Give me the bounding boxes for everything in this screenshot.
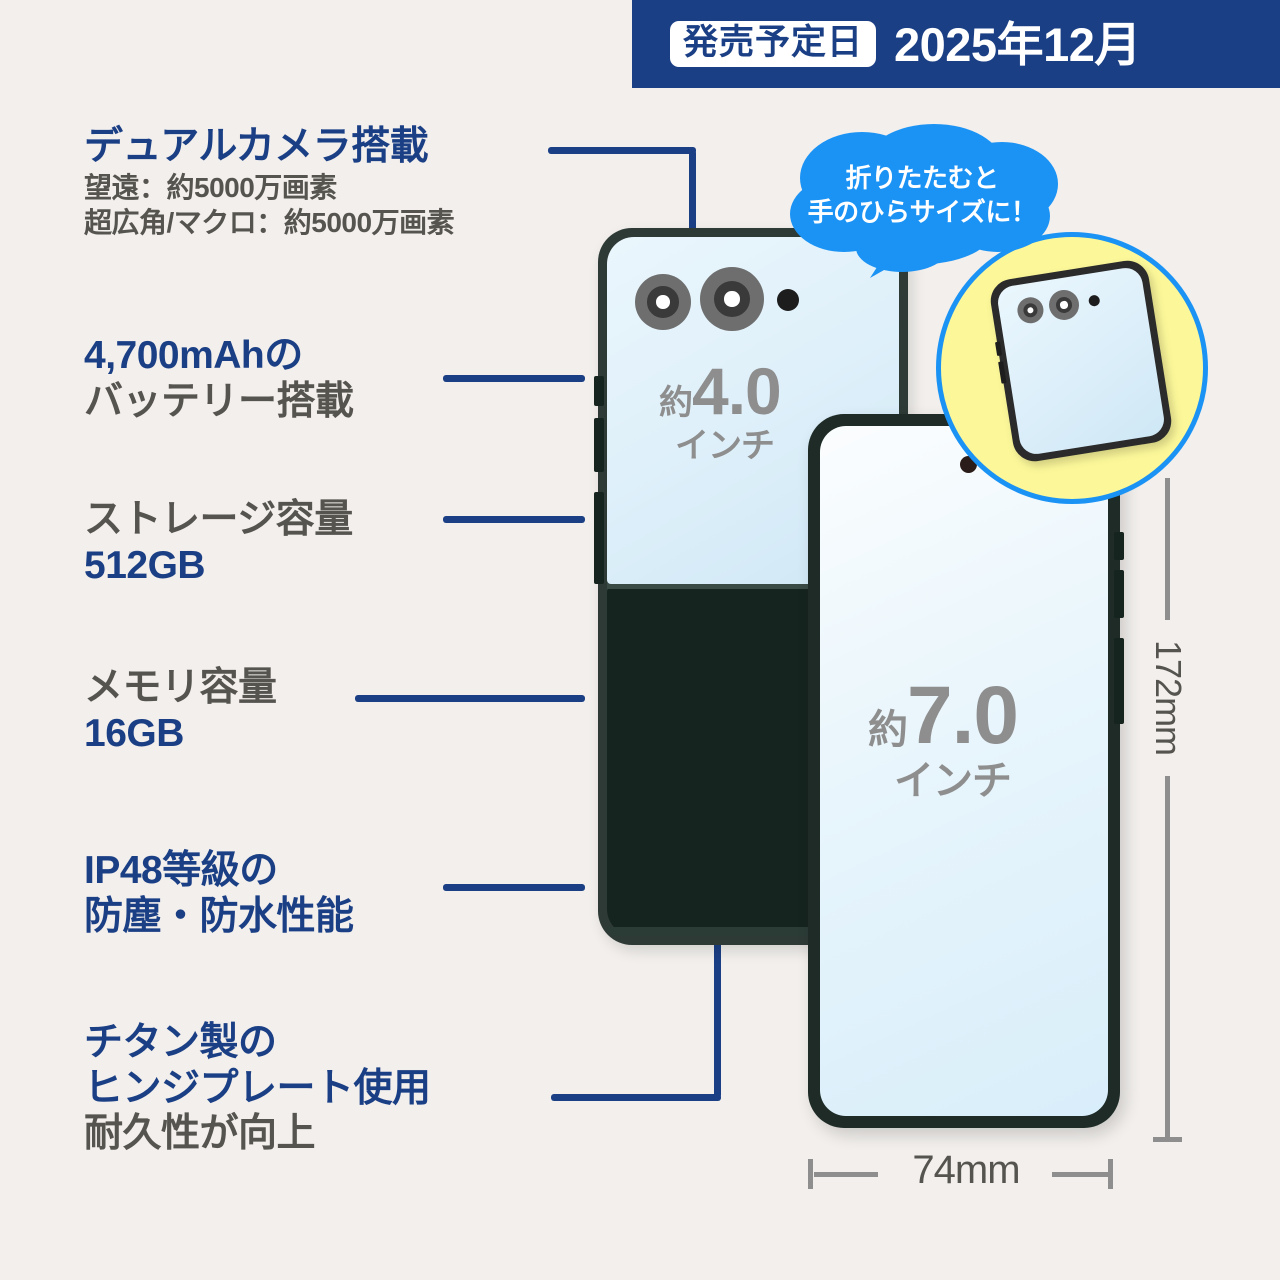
fold-callout-bubble: 折りたたむと 手のひらサイズに！ bbox=[784, 122, 1060, 280]
feature-list: デュアルカメラ搭載 望遠：約5000万画素 超広角/マクロ：約5000万画素 4… bbox=[0, 0, 600, 1280]
phone-back-size-prefix: 約 bbox=[659, 384, 693, 422]
feature-hinge-line-1: チタン製の bbox=[84, 1021, 277, 1064]
width-dimension-end-cap-right bbox=[1108, 1159, 1113, 1189]
height-dimension-end-cap bbox=[1153, 1137, 1182, 1142]
feature-memory-line-2: 16GB bbox=[84, 711, 184, 755]
fold-callout-text: 折りたたむと 手のひらサイズに！ bbox=[784, 122, 1060, 280]
camera-lens-icon bbox=[1046, 287, 1082, 323]
feature-item-battery: 4,700mAhの バッテリー搭載 bbox=[84, 333, 354, 424]
camera-lens-icon bbox=[635, 274, 691, 330]
connector-ip-rating bbox=[443, 884, 585, 891]
phone-front-side-button-3 bbox=[1114, 638, 1124, 724]
camera-lens-icon bbox=[1015, 295, 1046, 326]
connector-storage bbox=[443, 516, 585, 523]
width-dimension-line-left bbox=[814, 1172, 878, 1177]
feature-camera-sub-1: 望遠：約5000万画素 bbox=[84, 171, 337, 203]
feature-hinge-line-2: ヒンジプレート使用 bbox=[84, 1066, 431, 1110]
camera-flash-icon bbox=[1087, 294, 1101, 307]
feature-memory-line-1: メモリ容量 bbox=[84, 666, 277, 709]
feature-storage-line-2: 512GB bbox=[84, 543, 206, 587]
folded-size-highlight bbox=[936, 232, 1208, 504]
width-dimension-end-cap-left bbox=[808, 1159, 813, 1189]
connector-memory bbox=[355, 695, 585, 702]
phone-back-side-button-3 bbox=[594, 492, 604, 584]
folded-phone-back-face bbox=[995, 265, 1167, 457]
feature-storage-line-1: ストレージ容量 bbox=[84, 498, 353, 541]
phone-front-illustration: 約7.0 インチ bbox=[808, 414, 1124, 1128]
phone-front-size-prefix: 約 bbox=[868, 708, 908, 752]
phone-front-screen-size: 約7.0 インチ bbox=[868, 675, 1019, 804]
release-date-value: 2025年12月 bbox=[894, 17, 1141, 71]
phone-back-illustration: 約4.0 インチ bbox=[594, 228, 908, 945]
phone-front-side-button-2 bbox=[1114, 570, 1124, 618]
phone-front-size-unit: インチ bbox=[894, 759, 1012, 804]
phone-front-size-value: 7.0 bbox=[907, 670, 1019, 761]
connector-battery bbox=[443, 375, 585, 382]
phone-back-side-button-2 bbox=[594, 418, 604, 472]
feature-item-camera: デュアルカメラ搭載 望遠：約5000万画素 超広角/マクロ：約5000万画素 bbox=[84, 124, 455, 241]
connector-camera-horizontal bbox=[548, 147, 696, 154]
phone-front-side-button-1 bbox=[1114, 532, 1124, 560]
phone-back-size-unit: インチ bbox=[675, 426, 775, 465]
phone-front-screen: 約7.0 インチ bbox=[820, 426, 1108, 1116]
phone-back-hinge-seam bbox=[607, 582, 899, 589]
folded-phone-illustration bbox=[987, 257, 1175, 465]
release-date-banner: 発売予定日 2025年12月 bbox=[632, 0, 1280, 88]
feature-hinge-line-3: 耐久性が向上 bbox=[84, 1112, 316, 1156]
feature-item-storage: ストレージ容量 512GB bbox=[84, 497, 353, 588]
phone-back-screen-size: 約4.0 インチ bbox=[659, 358, 782, 465]
feature-ip-line-1: IP48等級の bbox=[84, 849, 278, 892]
feature-item-ip-rating: IP48等級の 防塵・防水性能 bbox=[84, 848, 354, 939]
fold-callout-line-2: 手のひらサイズに！ bbox=[807, 197, 1037, 227]
width-dimension-label: 74mm bbox=[912, 1148, 1020, 1192]
feature-item-memory: メモリ容量 16GB bbox=[84, 665, 277, 756]
height-dimension-line-top bbox=[1165, 478, 1170, 620]
feature-camera-title: デュアルカメラ搭載 bbox=[84, 125, 429, 168]
camera-flash-icon bbox=[777, 289, 799, 311]
phone-back-size-value: 4.0 bbox=[692, 354, 782, 428]
connector-hinge-lower bbox=[551, 1094, 721, 1101]
feature-battery-line-2: バッテリー搭載 bbox=[84, 379, 354, 423]
release-date-chip-label: 発売予定日 bbox=[670, 20, 877, 68]
height-dimension-line-bottom bbox=[1165, 776, 1170, 1141]
feature-item-hinge: チタン製の ヒンジプレート使用 耐久性が向上 bbox=[84, 1020, 431, 1157]
feature-camera-sub-2: 超広角/マクロ：約5000万画素 bbox=[84, 207, 455, 239]
connector-camera-vertical bbox=[689, 150, 696, 268]
camera-lens-icon bbox=[700, 267, 764, 331]
feature-battery-line-1: 4,700mAhの bbox=[84, 334, 303, 377]
height-dimension-label: 172mm bbox=[1148, 640, 1189, 756]
width-dimension-line-right bbox=[1052, 1172, 1110, 1177]
phone-back-side-button-1 bbox=[594, 376, 604, 406]
feature-ip-line-2: 防塵・防水性能 bbox=[84, 894, 354, 938]
cloud-shape-icon bbox=[790, 124, 1058, 278]
fold-callout-line-1: 折りたたむと bbox=[845, 162, 999, 193]
